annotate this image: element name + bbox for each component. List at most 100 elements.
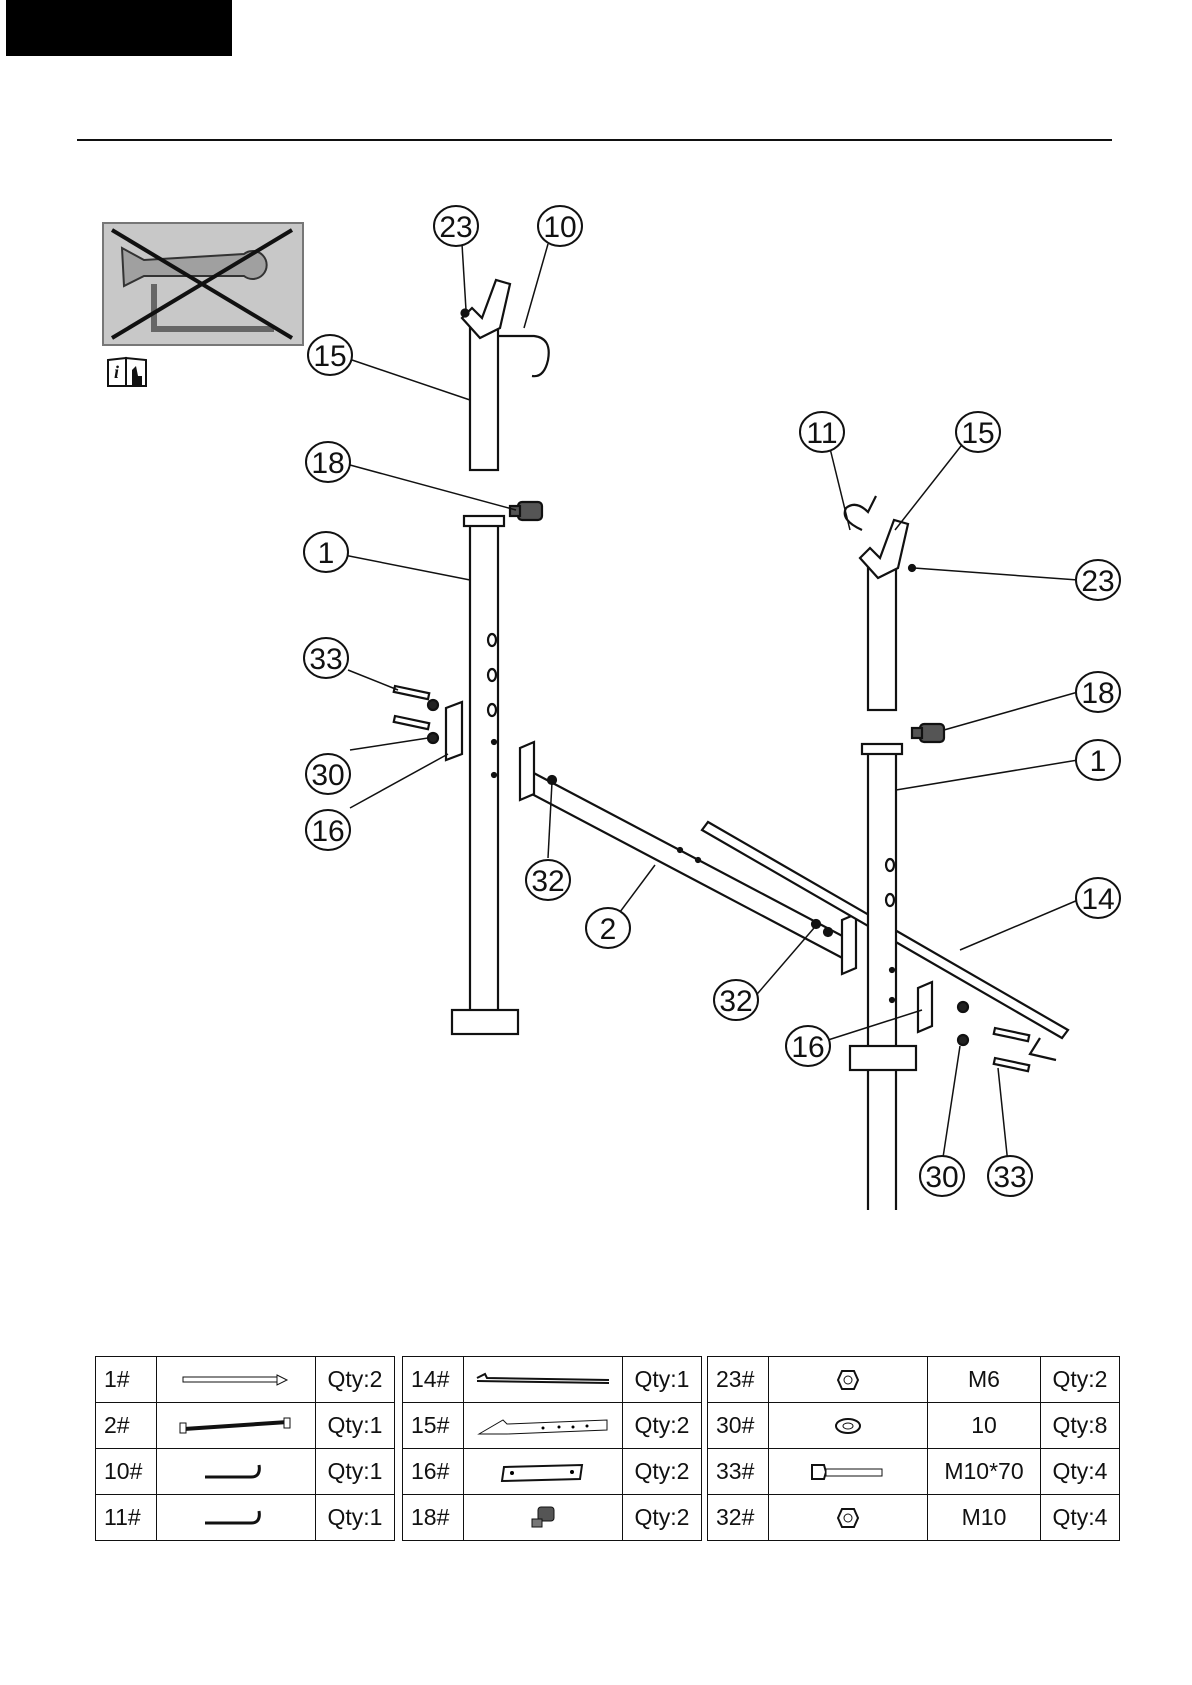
table-row: 30# 10 Qty:8: [708, 1403, 1120, 1449]
parts-table-3: 23# M6 Qty:2 30# 10 Qty:8 33# M10*70 Qty…: [707, 1356, 1120, 1541]
crossbar-icon: [157, 1403, 316, 1449]
svg-text:30: 30: [311, 759, 344, 792]
part-code: 15#: [403, 1403, 464, 1449]
callout-32-right: 32: [714, 980, 758, 1020]
part-code: 1#: [96, 1357, 157, 1403]
left-bolt-1: [394, 686, 429, 699]
part-code: 14#: [403, 1357, 464, 1403]
svg-text:30: 30: [925, 1161, 958, 1194]
table-row: 1# Qty:2: [96, 1357, 395, 1403]
table-row: 16# Qty:2: [403, 1449, 702, 1495]
knob-icon: [464, 1495, 623, 1541]
callout-1-right: 1: [1076, 740, 1120, 780]
washer-icon: [769, 1403, 928, 1449]
left-top-nut: [462, 310, 469, 317]
svg-text:33: 33: [993, 1161, 1026, 1194]
right-bolt-1: [994, 1028, 1029, 1041]
svg-text:23: 23: [439, 211, 472, 244]
left-plate: [446, 702, 462, 760]
crossbar: [528, 770, 850, 962]
svg-text:32: 32: [531, 865, 564, 898]
right-post: [868, 750, 896, 1210]
part-qty: Qty:4: [1041, 1495, 1120, 1541]
right-bolt-2: [994, 1058, 1029, 1071]
svg-text:1: 1: [1090, 745, 1107, 778]
table-row: 2# Qty:1: [96, 1403, 395, 1449]
hook-icon: [157, 1449, 316, 1495]
svg-text:23: 23: [1081, 565, 1114, 598]
part-qty: Qty:1: [623, 1357, 702, 1403]
part-qty: Qty:2: [623, 1403, 702, 1449]
callout-23-top-left: 23: [434, 206, 478, 246]
part-qty: Qty:1: [316, 1495, 395, 1541]
callout-14: 14: [1076, 878, 1120, 918]
right-post-base: [850, 1046, 916, 1070]
parts-table-2: 14# Qty:1 15# Qty:2 16# Qty:2 18# Qty:2: [402, 1356, 702, 1541]
right-washer-2: [958, 1035, 968, 1045]
part-code: 32#: [708, 1495, 769, 1541]
header-black-box: [6, 0, 232, 56]
table-row: 33# M10*70 Qty:4: [708, 1449, 1120, 1495]
svg-text:18: 18: [311, 447, 344, 480]
callout-32-left: 32: [526, 860, 570, 900]
callout-30-right: 30: [920, 1156, 964, 1196]
part-qty: Qty:2: [623, 1495, 702, 1541]
upright-icon: [464, 1403, 623, 1449]
callout-33-left: 33: [304, 638, 348, 678]
svg-text:15: 15: [961, 417, 994, 450]
svg-text:33: 33: [309, 643, 342, 676]
assembly-diagram: 23 10 15 18 1 33 30 16 32 2 11 15 23 18 …: [0, 150, 1192, 1210]
callout-18-left: 18: [306, 442, 350, 482]
left-knob: [510, 502, 542, 520]
parts-table-1: 1# Qty:2 2# Qty:1 10# Qty:1 11# Qty:1: [95, 1356, 395, 1541]
part-code: 16#: [403, 1449, 464, 1495]
part-qty: Qty:4: [1041, 1449, 1120, 1495]
callout-10: 10: [538, 206, 582, 246]
hook-icon: [157, 1495, 316, 1541]
table-row: 14# Qty:1: [403, 1357, 702, 1403]
right-plate: [918, 982, 932, 1032]
part-size: M10*70: [928, 1449, 1041, 1495]
callout-11: 11: [800, 412, 844, 452]
part-code: 2#: [96, 1403, 157, 1449]
left-post-base: [452, 1010, 518, 1034]
left-bolt-2: [394, 716, 429, 729]
right-knob: [912, 724, 944, 742]
table-row: 23# M6 Qty:2: [708, 1357, 1120, 1403]
part-code: 18#: [403, 1495, 464, 1541]
part-code: 30#: [708, 1403, 769, 1449]
svg-text:1: 1: [318, 537, 335, 570]
part-size: 10: [928, 1403, 1041, 1449]
part-size: M6: [928, 1357, 1041, 1403]
rod-icon: [464, 1357, 623, 1403]
svg-text:32: 32: [719, 985, 752, 1018]
bolt-icon: [769, 1449, 928, 1495]
left-hook: [498, 336, 549, 376]
callout-23-right: 23: [1076, 560, 1120, 600]
tube-icon: [157, 1357, 316, 1403]
callout-1-left: 1: [304, 532, 348, 572]
callout-15-right: 15: [956, 412, 1000, 452]
part-qty: Qty:2: [623, 1449, 702, 1495]
svg-text:18: 18: [1081, 677, 1114, 710]
table-row: 32# M10 Qty:4: [708, 1495, 1120, 1541]
part-qty: Qty:2: [316, 1357, 395, 1403]
part-code: 33#: [708, 1449, 769, 1495]
callout-18-right: 18: [1076, 672, 1120, 712]
svg-text:2: 2: [600, 913, 617, 946]
left-washer-2: [428, 733, 438, 743]
svg-text:10: 10: [543, 211, 576, 244]
callout-16-right: 16: [786, 1026, 830, 1066]
part-qty: Qty:1: [316, 1449, 395, 1495]
nut-icon: [769, 1357, 928, 1403]
table-row: 11# Qty:1: [96, 1495, 395, 1541]
callout-33-right: 33: [988, 1156, 1032, 1196]
table-row: 18# Qty:2: [403, 1495, 702, 1541]
part-code: 23#: [708, 1357, 769, 1403]
header-rule: [77, 139, 1112, 141]
right-washer-1: [958, 1002, 968, 1012]
svg-text:16: 16: [791, 1031, 824, 1064]
callout-30-left: 30: [306, 754, 350, 794]
nut-icon: [769, 1495, 928, 1541]
svg-text:11: 11: [806, 417, 837, 450]
